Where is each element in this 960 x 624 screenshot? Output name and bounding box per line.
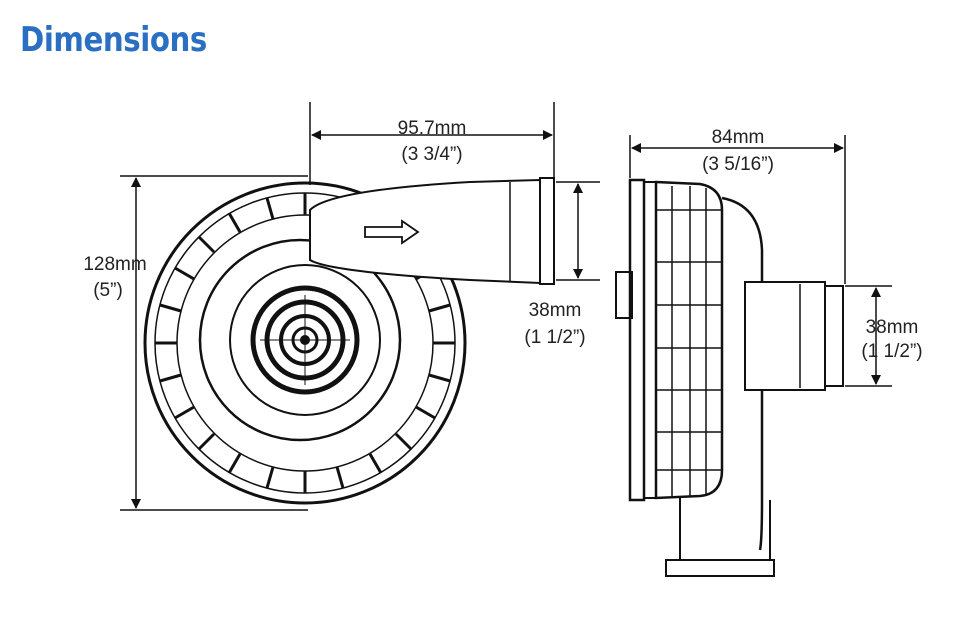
front-ribs bbox=[155, 193, 455, 493]
front-width-metric: 95.7mm bbox=[398, 118, 467, 139]
side-view-drawing bbox=[615, 178, 844, 577]
outlet-imperial: (1 1/2”) bbox=[524, 327, 585, 348]
side-depth-imperial: (3 5/16”) bbox=[702, 154, 774, 175]
front-width-imperial: (3 3/4”) bbox=[401, 144, 462, 165]
inlet-metric: 38mm bbox=[866, 317, 919, 338]
front-view-drawing bbox=[143, 177, 555, 505]
side-depth-metric: 84mm bbox=[712, 127, 765, 148]
front-height-imperial: (5”) bbox=[93, 280, 123, 301]
page-title: Dimensions bbox=[20, 20, 207, 60]
front-height-metric: 128mm bbox=[83, 254, 146, 275]
inlet-imperial: (1 1/2”) bbox=[861, 341, 922, 362]
outlet-metric: 38mm bbox=[529, 300, 582, 321]
